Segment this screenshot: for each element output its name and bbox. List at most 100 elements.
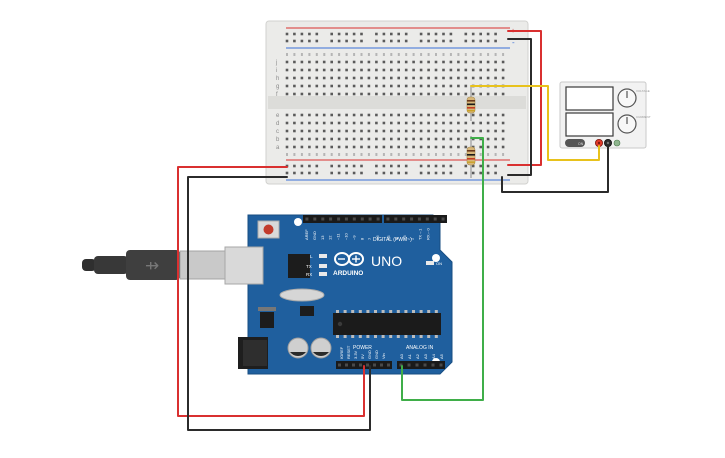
breadboard-hole — [337, 92, 341, 96]
breadboard-hole — [300, 60, 304, 64]
wire-black-rail-bridge[interactable] — [507, 38, 532, 176]
breadboard-hole — [390, 76, 393, 80]
header-pin[interactable] — [360, 217, 364, 221]
wire-yellow-supply-positive[interactable] — [470, 85, 600, 161]
breadboard-hole — [471, 60, 475, 64]
header-pin[interactable] — [373, 363, 376, 367]
ground-terminal[interactable] — [613, 139, 621, 147]
wire-black-gnd[interactable] — [187, 176, 371, 431]
column-number-mark — [420, 153, 423, 156]
chip-pin — [396, 335, 400, 338]
header-pin[interactable] — [399, 363, 403, 367]
row-letter-j: j — [275, 60, 277, 66]
analog-pin-label: A3 — [423, 353, 428, 359]
header-pin[interactable] — [338, 363, 341, 367]
breadboard-hole — [427, 113, 430, 117]
header-pin[interactable] — [425, 217, 429, 221]
header-pin[interactable] — [441, 217, 445, 221]
header-pin[interactable] — [321, 217, 325, 221]
header-pin[interactable] — [410, 217, 414, 221]
header-pin[interactable] — [415, 363, 419, 367]
breadboard-hole — [412, 60, 415, 64]
power-header-label: POWER — [353, 345, 372, 351]
usb-cable[interactable]: ⇸ — [82, 250, 227, 280]
breadboard-hole — [360, 84, 363, 88]
breadboard-holes — [285, 32, 505, 175]
wire-red-5v[interactable] — [177, 166, 365, 417]
wire-black-supply-negative[interactable] — [501, 145, 609, 193]
header-pin[interactable] — [313, 217, 317, 221]
header-pin[interactable] — [337, 217, 341, 221]
breadboard-hole — [501, 121, 505, 125]
led-l — [319, 254, 327, 258]
header-pin[interactable] — [305, 217, 309, 221]
breadboard-hole — [449, 137, 453, 141]
column-number-mark — [330, 153, 333, 156]
breadboard-hole — [285, 84, 289, 88]
breadboard-hole — [308, 60, 311, 64]
header-pin[interactable] — [386, 217, 390, 221]
header-pin[interactable] — [352, 363, 355, 367]
header-pin[interactable] — [423, 363, 427, 367]
breadboard-hole — [330, 164, 333, 168]
header-pin[interactable] — [329, 217, 333, 221]
wire-green-analog-a0[interactable] — [401, 137, 484, 401]
breadboard-hole — [486, 39, 490, 43]
breadboard-hole — [337, 84, 341, 88]
header-pin[interactable] — [359, 363, 362, 367]
power-switch[interactable] — [565, 139, 585, 147]
reset-button[interactable] — [263, 224, 274, 235]
breadboard-hole — [404, 68, 408, 72]
header-pin[interactable] — [366, 363, 369, 367]
header-pin[interactable] — [394, 217, 398, 221]
breadboard-hole — [390, 92, 393, 96]
analog-pin-label: A0 — [399, 353, 404, 359]
column-number-mark — [382, 53, 385, 56]
breadboard-hole — [464, 121, 468, 125]
analog-pin-label: A1 — [407, 353, 412, 359]
header-pin[interactable] — [402, 217, 406, 221]
header-pin[interactable] — [417, 217, 421, 221]
column-number-mark — [367, 53, 370, 56]
breadboard-hole — [345, 39, 348, 43]
resistor-1[interactable] — [466, 86, 476, 121]
breadboard-hole — [322, 121, 326, 125]
breadboard-hole — [427, 32, 430, 36]
breadboard-hole — [300, 76, 304, 80]
header-pin[interactable] — [345, 363, 348, 367]
rail-minus-sign: - — [512, 38, 515, 47]
resistor-2[interactable] — [466, 136, 476, 178]
header-pin[interactable] — [439, 363, 443, 367]
chip-pin — [389, 335, 393, 338]
header-pin[interactable] — [407, 363, 411, 367]
breadboard-hole — [397, 39, 400, 43]
header-pin[interactable] — [431, 363, 435, 367]
digital-pin-label: TX→1 — [418, 228, 423, 240]
breadboard-hole — [449, 76, 453, 80]
breadboard-hole — [434, 164, 438, 168]
breadboard-hole — [293, 137, 296, 141]
breadboard-hole — [285, 39, 289, 43]
breadboard-hole — [330, 145, 333, 149]
wire-red-rail-bridge[interactable] — [507, 30, 542, 166]
header-pin[interactable] — [376, 217, 380, 221]
header-pin[interactable] — [344, 217, 348, 221]
header-pin[interactable] — [352, 217, 356, 221]
breadboard-hole — [419, 145, 423, 149]
breadboard-hole — [352, 92, 356, 96]
breadboard-hole — [308, 32, 311, 36]
header-pin[interactable] — [433, 217, 437, 221]
arduino-uno-board[interactable]: L TX RX ON ARDUINO UNO DIGITAL (PWM~) PO… — [224, 214, 453, 375]
breadboard-hole — [375, 84, 378, 88]
header-pin[interactable] — [387, 363, 390, 367]
header-pin[interactable] — [368, 217, 372, 221]
chip-pin — [419, 335, 423, 338]
breadboard-hole — [285, 60, 289, 64]
breadboard[interactable]: j i h g f e d c b a + - — [265, 20, 529, 185]
breadboard-hole — [494, 129, 497, 133]
breadboard-hole — [300, 68, 304, 72]
breadboard-hole — [494, 32, 497, 36]
power-supply[interactable]: VOLTAGE CURRENT ON — [559, 81, 651, 149]
header-pin[interactable] — [380, 363, 383, 367]
